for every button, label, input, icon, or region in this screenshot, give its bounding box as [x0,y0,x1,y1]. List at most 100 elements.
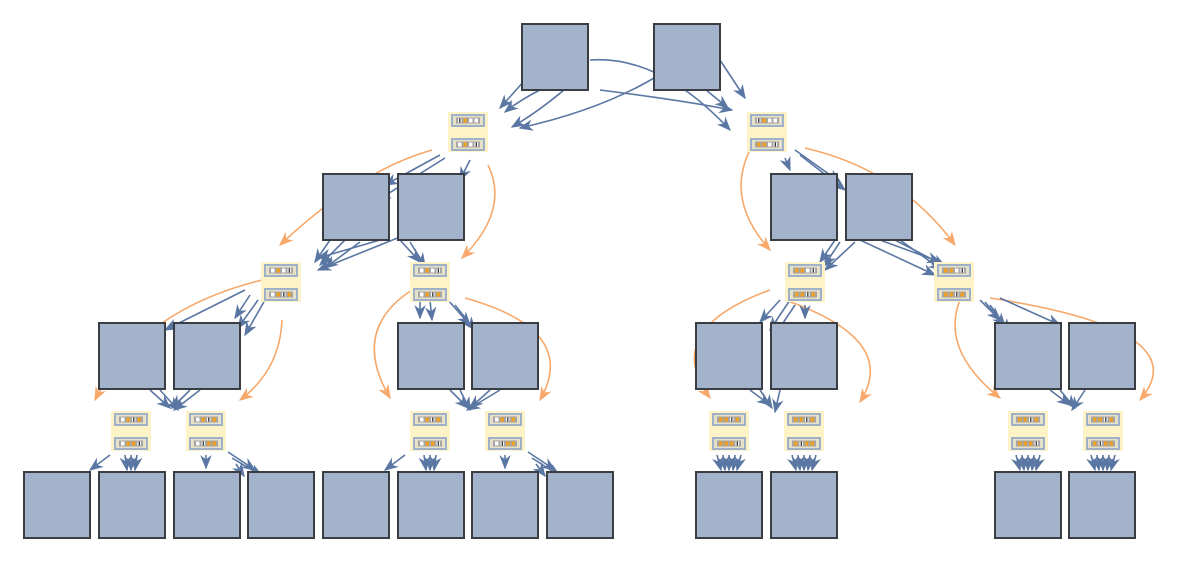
transition-edge [772,389,784,414]
panel-track [942,267,966,274]
indicator-on [1023,441,1027,446]
indicator-on [762,118,766,123]
transition-edge [460,164,496,260]
indicator-on [810,441,814,446]
state-node[interactable] [784,411,824,451]
transition-edge [172,389,201,411]
indicator-on [794,417,798,422]
state-node[interactable] [785,262,825,302]
indicator-on [287,292,291,297]
indicator-off [420,441,424,446]
transition-edge [787,454,799,472]
indicator-on [1023,417,1027,422]
state-square-node[interactable] [173,322,241,390]
state-node[interactable] [1008,411,1048,451]
indicator-on [724,417,728,422]
transition-edge [740,149,771,252]
indicator-on [506,441,510,446]
transition-edge [954,299,1002,399]
marker-tick [501,441,503,446]
indicator-on [425,268,429,273]
transition-edge [1016,454,1028,472]
marker-tick [138,441,140,446]
state-node[interactable] [709,411,749,451]
marker-tick [1035,441,1037,446]
marker-tick [800,441,802,446]
state-square-node[interactable] [397,173,465,241]
state-square-node[interactable] [653,23,721,91]
transition-edge [729,454,741,472]
panel-track [456,141,480,148]
marker-tick [774,142,776,147]
transition-edge [599,89,734,114]
transition-edge [316,239,381,260]
indicator-on [212,417,216,422]
state-node[interactable] [261,262,301,302]
marker-tick [437,268,439,273]
state-node[interactable] [934,262,974,302]
state-node[interactable] [186,411,226,451]
state-square-node[interactable] [173,471,241,539]
state-square-node[interactable] [471,471,539,539]
state-square-node[interactable] [845,173,913,241]
transition-edge [314,239,331,264]
state-square-node[interactable] [98,322,166,390]
transition-edge [809,454,821,472]
transition-edge [464,297,552,402]
transition-edge [804,454,816,472]
state-node[interactable] [111,411,151,451]
state-square-node[interactable] [1068,471,1136,539]
indicator-off [469,142,473,147]
indicator-off [806,268,810,273]
indicator-on [1093,441,1097,446]
indicator-on [944,292,948,297]
state-square-node[interactable] [98,471,166,539]
transition-edge [88,454,111,471]
state-square-node[interactable] [247,471,315,539]
indicator-on [1104,441,1108,446]
state-node[interactable] [1083,411,1123,451]
state-node[interactable] [485,411,525,451]
marker-tick [807,292,809,297]
indicator-on [511,417,515,422]
state-square-node[interactable] [521,23,589,91]
transition-edge [418,454,430,472]
state-square-node[interactable] [322,471,390,539]
panel-track [493,440,517,447]
indicator-on [1018,417,1022,422]
state-node[interactable] [410,262,450,302]
indicator-on [463,142,467,147]
indicator-on [425,441,429,446]
indicator-on [800,268,804,273]
state-square-node[interactable] [770,322,838,390]
state-node[interactable] [448,112,488,152]
state-square-node[interactable] [322,173,390,241]
indicator-off [495,417,499,422]
transition-edge [1103,454,1115,472]
state-square-node[interactable] [546,471,614,539]
panel-track [194,440,218,447]
state-square-node[interactable] [695,322,763,390]
state-node[interactable] [747,112,787,152]
state-square-node[interactable] [770,471,838,539]
marker-tick [758,118,760,123]
indicator-off [420,268,424,273]
state-square-node[interactable] [471,322,539,390]
transition-edge [719,59,746,100]
transition-edge [1108,454,1120,472]
state-square-node[interactable] [1068,322,1136,390]
transition-edge [999,297,1062,326]
state-square-node[interactable] [994,471,1062,539]
marker-tick [437,441,439,446]
state-square-node[interactable] [23,471,91,539]
indicator-off [458,142,462,147]
state-square-node[interactable] [397,471,465,539]
panel-track [418,291,442,298]
state-square-node[interactable] [695,471,763,539]
panel-track [119,440,143,447]
state-node[interactable] [410,411,450,451]
state-square-node[interactable] [770,173,838,241]
state-square-node[interactable] [994,322,1062,390]
state-square-node[interactable] [397,322,465,390]
transition-edge [779,155,791,172]
